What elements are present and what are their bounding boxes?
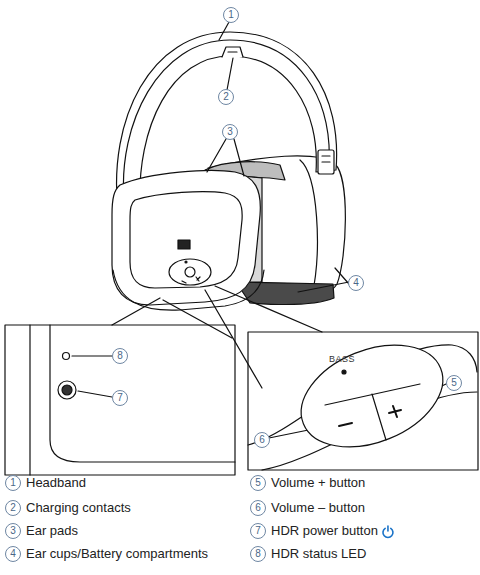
part-name: HDR status LED <box>271 546 366 562</box>
callout-number: 1 <box>5 475 21 491</box>
callout-number: 5 <box>446 375 462 391</box>
callout-number: 5 <box>250 475 266 491</box>
callout-number: 2 <box>5 500 21 516</box>
part-name: Volume + button <box>271 475 365 491</box>
part-name: Volume – button <box>271 500 365 516</box>
part-name: HDR power button <box>271 523 378 539</box>
part-name: Headband <box>26 475 86 491</box>
callout-number: 6 <box>254 432 270 448</box>
callout-number: 3 <box>222 124 238 140</box>
part-name: Ear cups/Battery compartments <box>26 546 208 562</box>
callout-number: 3 <box>5 523 21 539</box>
power-symbol <box>383 526 393 538</box>
button-label: BASS <box>329 354 355 364</box>
callout-number: 7 <box>250 523 266 539</box>
callout-number: 8 <box>250 546 266 562</box>
part-name: Charging contacts <box>26 500 131 516</box>
callout-number: 8 <box>112 348 128 364</box>
callout-number: 6 <box>250 500 266 516</box>
callout-number: 2 <box>218 89 234 105</box>
callout-number: 7 <box>112 390 128 406</box>
callout-number: 4 <box>348 275 364 291</box>
callout-number: 4 <box>5 546 21 562</box>
callout-number: 1 <box>223 7 239 23</box>
part-name: Ear pads <box>26 523 78 539</box>
